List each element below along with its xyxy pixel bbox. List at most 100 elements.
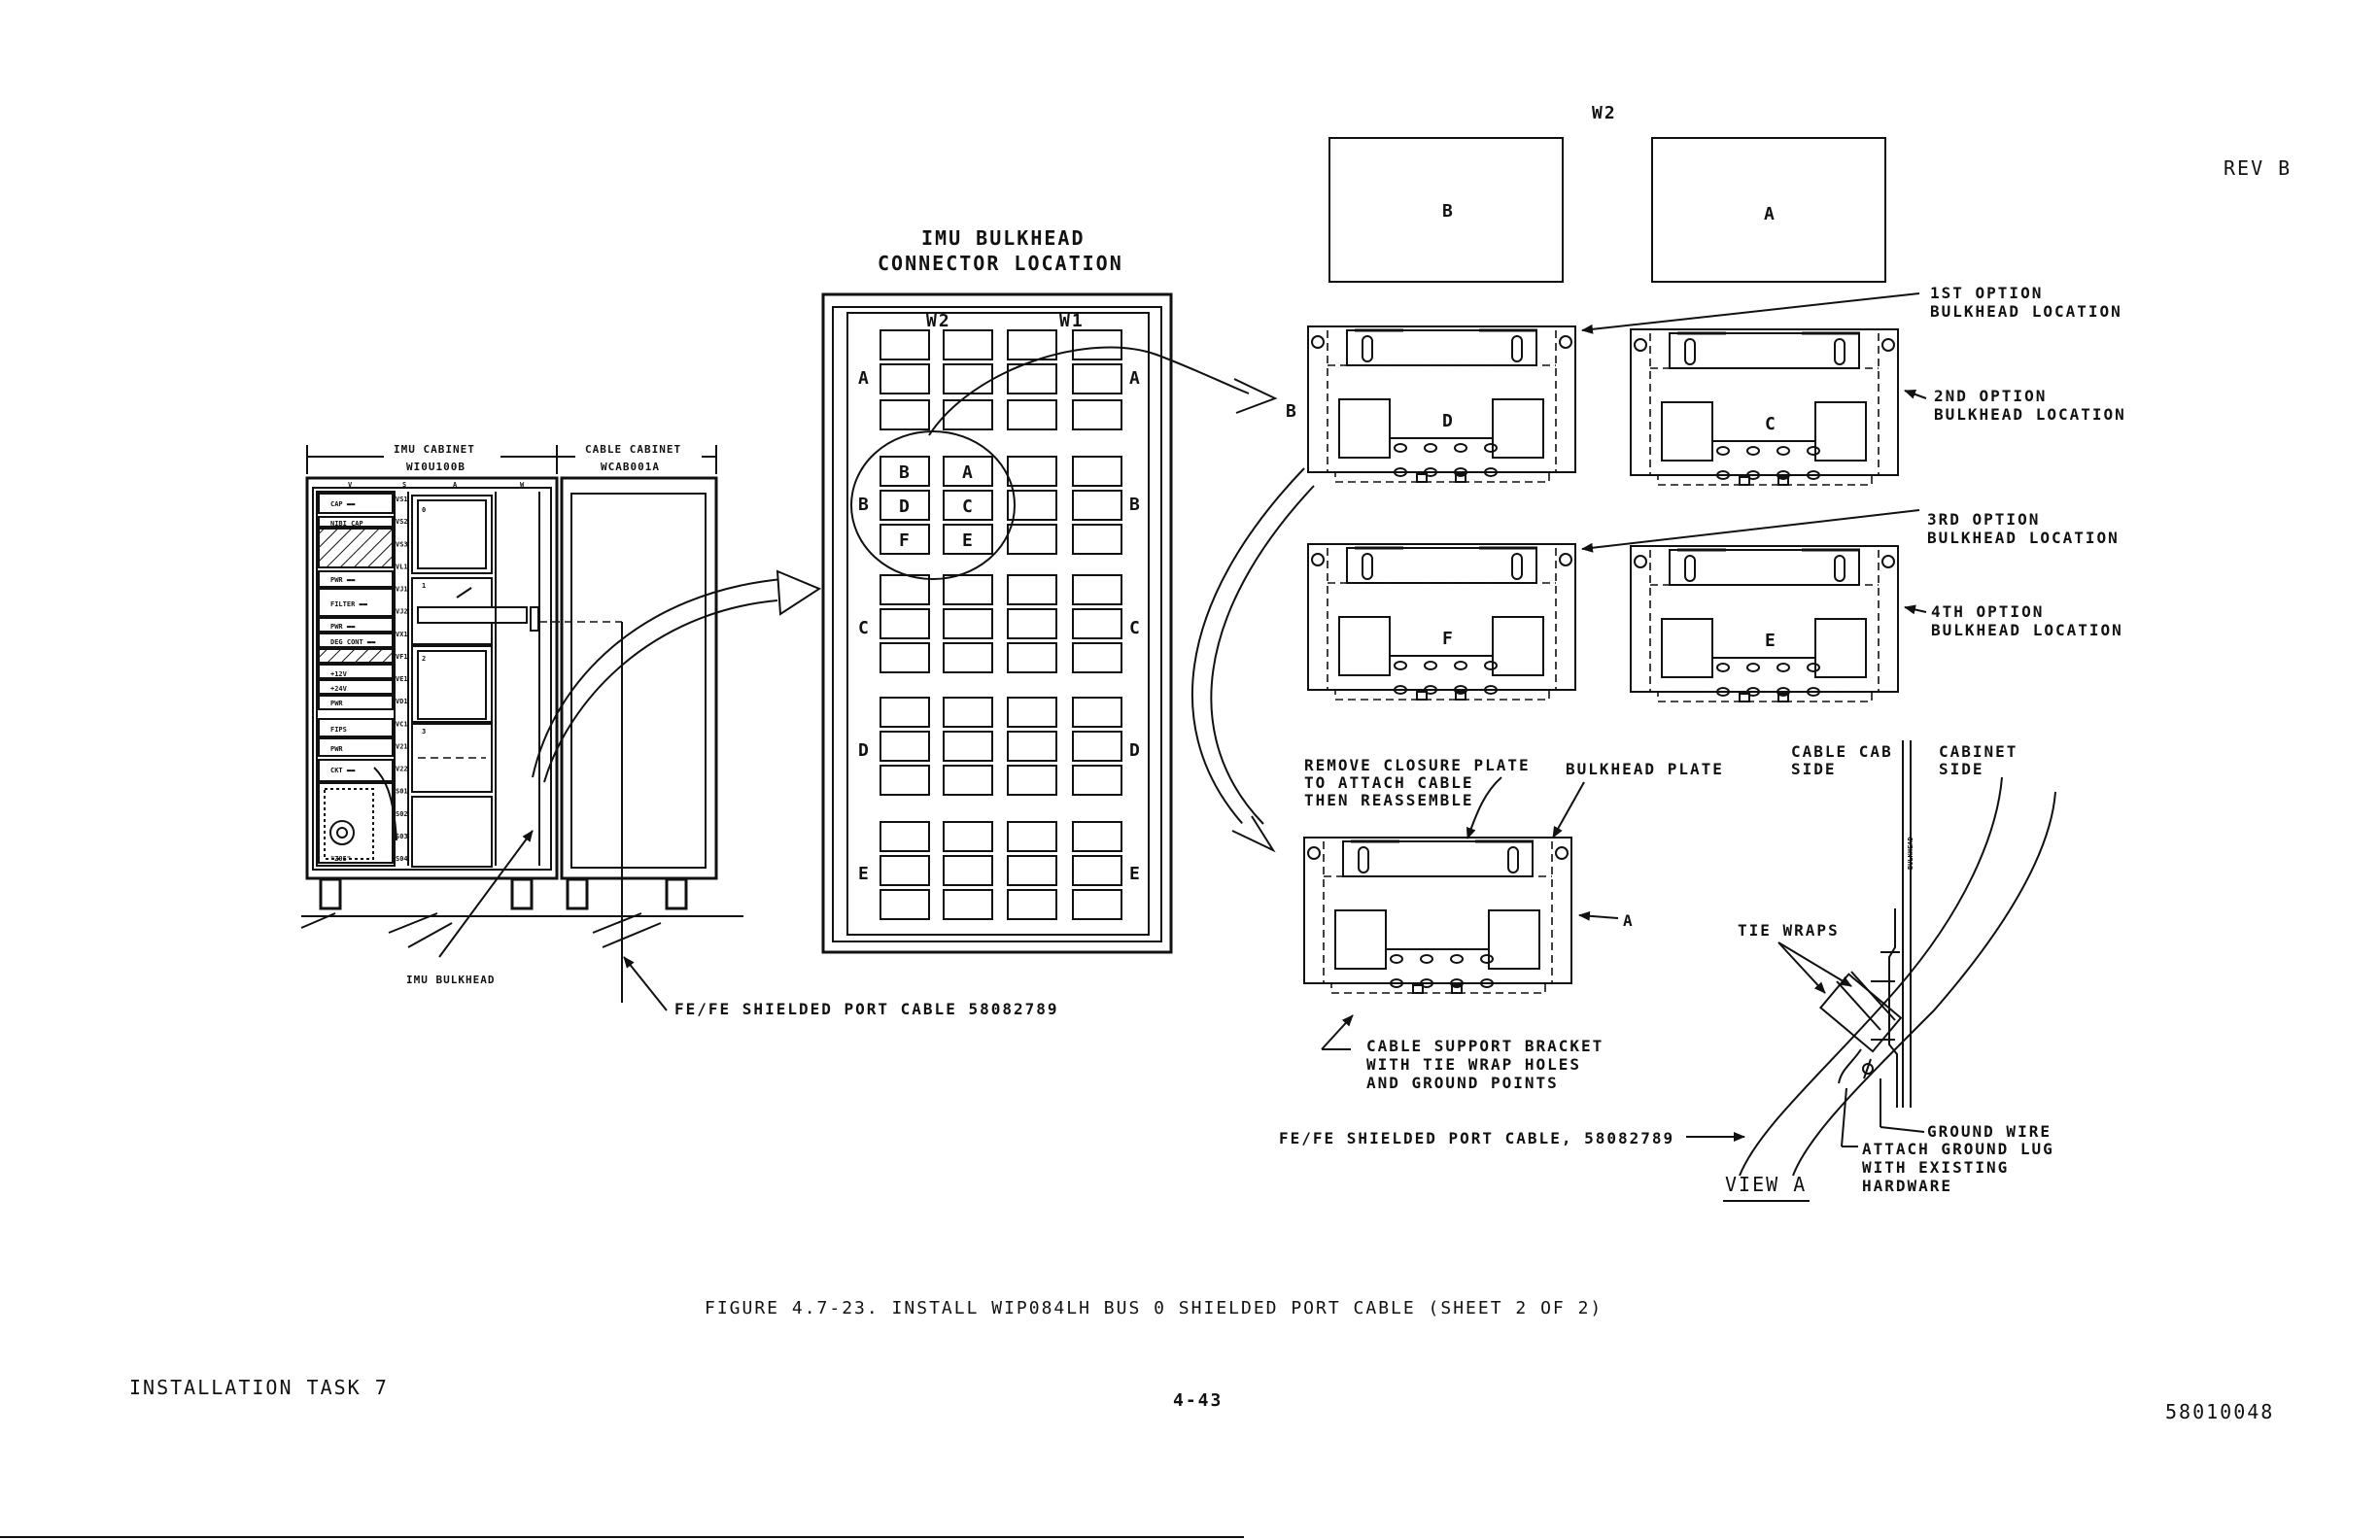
footer-left-label: INSTALLATION TASK 7 (129, 1376, 389, 1399)
bulkhead-vertical-label: BULKHEAD (1907, 837, 1914, 870)
connector-cell (943, 608, 993, 639)
cabinet-top-letter: A (453, 481, 458, 489)
box-b (1328, 137, 1564, 283)
connector-cell (880, 889, 930, 920)
connector-cell (1007, 765, 1057, 796)
connector-cell (943, 855, 993, 886)
view-arrow-label: A (1623, 911, 1635, 930)
connector-cell-letter: F (899, 530, 912, 551)
connector-cell (1007, 524, 1057, 555)
connector-cell-letter: B (899, 462, 912, 483)
bulkhead-plate: F (1307, 543, 1576, 701)
connector-cell (1072, 697, 1122, 728)
panel-label: PWR (330, 745, 343, 753)
box-b-letter: B (1442, 201, 1455, 222)
panel-label: FILTER ▬▬ (330, 600, 368, 608)
bulkhead-plate: D (1307, 325, 1576, 483)
view-a-label: VIEW A (1725, 1173, 1807, 1196)
cable-cabinet-id: WCAB001A (601, 461, 660, 473)
side-tag: VS3 (396, 540, 408, 548)
side-tag: VE1 (396, 675, 408, 683)
panel-label: PWR ▬▬ (330, 576, 356, 584)
connector-cell (1072, 524, 1122, 555)
connector-cell (880, 456, 930, 487)
plate-letter: E (1765, 631, 1777, 651)
opt3-line1: 3RD OPTION (1927, 510, 2040, 529)
detail-view: REMOVE CLOSURE PLATE TO ATTACH CABLE THE… (1279, 740, 2056, 1202)
remove-closure-line1: REMOVE CLOSURE PLATE (1304, 756, 1531, 774)
panel-label: PWR (330, 700, 343, 707)
connector-cell (880, 524, 930, 555)
cable-label: FE/FE SHIELDED PORT CABLE 58082789 (674, 1000, 1059, 1018)
card-number: 0 (422, 506, 426, 514)
connector-title-line1: IMU BULKHEAD (921, 226, 1086, 250)
panel-label: CAP ▬▬ (330, 500, 356, 508)
cabinet-side-line1: CABINET (1939, 742, 2018, 761)
row-label-left: E (858, 864, 871, 884)
connector-cell (1007, 731, 1057, 762)
side-tag: VX1 (396, 631, 408, 638)
card-number: 1 (422, 582, 426, 590)
connector-title-line2: CONNECTOR LOCATION (878, 252, 1123, 275)
connector-cell (943, 329, 993, 360)
opt1-line1: 1ST OPTION (1930, 284, 2043, 302)
cable-cabinet-frame (560, 476, 718, 880)
connector-cell (943, 821, 993, 852)
cable-support-line1: CABLE SUPPORT BRACKET (1366, 1037, 1604, 1055)
connector-cell (1007, 329, 1057, 360)
connector-cell (880, 574, 930, 605)
row-label-right: C (1129, 618, 1142, 638)
card-number: 2 (422, 655, 426, 663)
imu-cabinet-id: WI0U100B (406, 461, 466, 473)
cabinet-top-letter: W (520, 481, 525, 489)
cabinet-side-line2: SIDE (1939, 760, 1984, 778)
connector-cell (943, 524, 993, 555)
row-label-right: B (1129, 495, 1142, 515)
detail-plate (1303, 837, 1572, 994)
connector-cell (1072, 490, 1122, 521)
page-number: 4-43 (1173, 1390, 1223, 1411)
side-tag: VS2 (396, 518, 408, 526)
panel-label: FIPS (330, 726, 347, 734)
connector-cell (880, 765, 930, 796)
cable-cab-side-line2: SIDE (1791, 760, 1837, 778)
panel-label: "Z05" (330, 855, 351, 863)
side-tag: VD1 (396, 698, 408, 705)
opt2-line2: BULKHEAD LOCATION (1934, 405, 2126, 424)
opt1-line2: BULKHEAD LOCATION (1930, 302, 2122, 321)
side-tag: S02 (396, 810, 408, 818)
cabinet-top-letter: S (402, 481, 406, 489)
connector-cell (1072, 765, 1122, 796)
connector-cell (1072, 821, 1122, 852)
w2-label: W2 (1592, 103, 1617, 123)
highlight-circle (850, 430, 1016, 580)
connector-cell (1072, 608, 1122, 639)
box-a (1651, 137, 1886, 283)
connector-cell (1072, 731, 1122, 762)
connector-cell (943, 399, 993, 430)
panel-label: +24V (330, 685, 348, 693)
bulkhead-plate-label: BULKHEAD PLATE (1566, 760, 1724, 778)
cable-support-line2: WITH TIE WRAP HOLES (1366, 1055, 1581, 1074)
connector-cell (943, 697, 993, 728)
col-label-w1: W1 (1059, 311, 1085, 331)
connector-cell (943, 574, 993, 605)
side-tag: VJ1 (396, 586, 408, 594)
figure-caption: FIGURE 4.7-23. INSTALL WIP084LH BUS 0 SH… (705, 1298, 1603, 1318)
connector-cell (1072, 855, 1122, 886)
side-tag: S04 (396, 855, 408, 863)
connector-cell (1007, 456, 1057, 487)
connector-cell (943, 456, 993, 487)
connector-cell (1007, 642, 1057, 673)
side-tag: S01 (396, 788, 408, 796)
connector-cell (943, 889, 993, 920)
fefe-cable-label: FE/FE SHIELDED PORT CABLE, 58082789 (1279, 1129, 1674, 1147)
connector-cell (880, 363, 930, 394)
connector-cell (880, 697, 930, 728)
connector-cell (943, 490, 993, 521)
row-label-b: B (1286, 401, 1298, 422)
opt4-line2: BULKHEAD LOCATION (1931, 621, 2123, 639)
connector-cell-letter: D (899, 496, 912, 517)
cabinet-top-letter: V (348, 481, 353, 489)
